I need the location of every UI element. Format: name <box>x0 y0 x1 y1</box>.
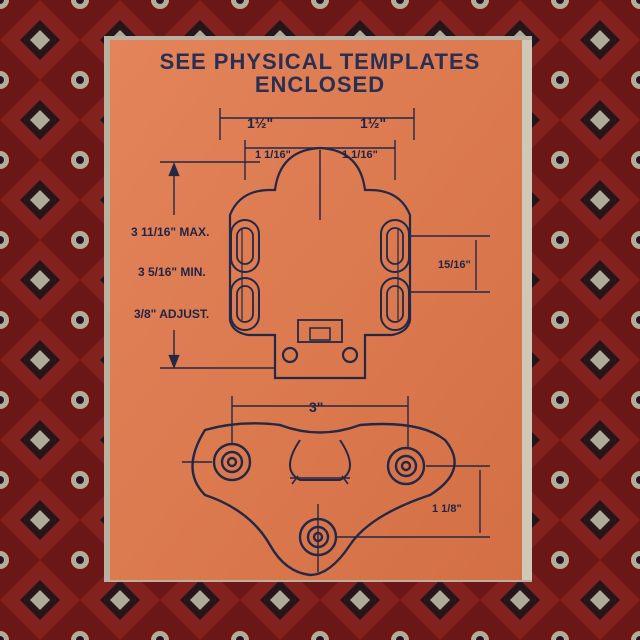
dim-bottom-width: 3" <box>309 399 323 415</box>
dim-top-right: 1½" <box>360 115 386 131</box>
dim-inner-right: 1 1/16" <box>342 149 378 161</box>
label-adjust: 3/8" ADJUST. <box>134 307 209 321</box>
label-max: 3 11/16" MAX. <box>131 225 209 239</box>
dim-bottom-height: 1 1/8" <box>432 503 462 515</box>
top-hinge-drawing <box>160 108 490 380</box>
dim-top-left: 1½" <box>247 115 273 131</box>
dim-inner-left: 1 1/16" <box>255 149 291 161</box>
card <box>110 40 522 580</box>
dim-right: 15/16" <box>438 259 471 271</box>
label-min: 3 5/16" MIN. <box>138 265 206 279</box>
card-title-line-2: ENCLOSED <box>254 72 386 97</box>
card-title-line-1: SEE PHYSICAL TEMPLATES <box>159 49 481 74</box>
bottom-plate-drawing <box>182 396 490 577</box>
